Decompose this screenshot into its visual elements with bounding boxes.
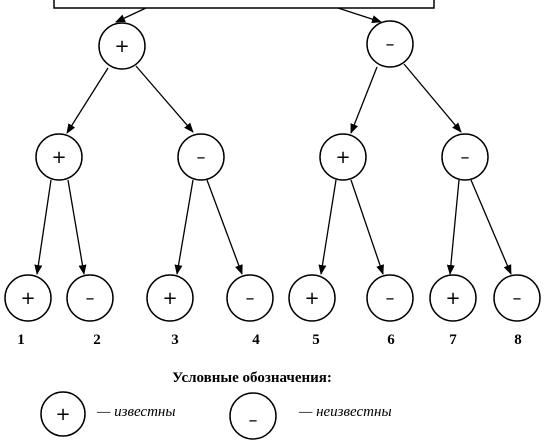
arrow-box-to-root-plus xyxy=(115,7,147,23)
node-leaf-6: – xyxy=(366,274,414,322)
svg-text:–: – xyxy=(386,288,395,309)
leaf-label-4: 4 xyxy=(252,332,260,348)
arrow-root-plus-to-l2-minus-a xyxy=(135,65,194,133)
arrow-l2-minus-a-to-leaf-3 xyxy=(174,179,194,275)
legend-unknown-symbol: – xyxy=(229,392,277,440)
svg-text:–: – xyxy=(246,288,255,309)
leaf-label-2: 2 xyxy=(93,332,101,348)
arrow-l2-minus-a-to-leaf-4 xyxy=(206,179,243,275)
svg-text:+: + xyxy=(162,288,177,309)
leaf-label-3: 3 xyxy=(171,332,179,348)
arrow-l2-plus-b-to-leaf-5 xyxy=(318,179,337,275)
leaf-label-8: 8 xyxy=(514,332,522,348)
svg-text:–: – xyxy=(461,147,470,168)
leaf-label-6: 6 xyxy=(387,332,395,348)
node-leaf-8: – xyxy=(493,274,541,322)
svg-text:+: + xyxy=(20,288,35,309)
svg-text:–: – xyxy=(86,288,95,309)
arrow-box-to-root-minus xyxy=(337,7,382,24)
node-l2-plus-b: + xyxy=(319,133,367,181)
arrow-l2-plus-a-to-leaf-1 xyxy=(34,179,52,275)
node-leaf-7: + xyxy=(429,274,477,322)
svg-text:+: + xyxy=(51,147,66,168)
arrow-root-minus-to-l2-plus-b xyxy=(350,66,378,134)
top-box xyxy=(53,0,435,9)
arrow-root-plus-to-l2-plus-a xyxy=(66,67,109,134)
node-l2-plus-a: + xyxy=(35,133,83,181)
node-leaf-2: – xyxy=(66,274,114,322)
node-l2-minus-a: – xyxy=(177,133,225,181)
leaf-label-7: 7 xyxy=(449,332,457,348)
svg-text:–: – xyxy=(513,288,522,309)
node-leaf-5: + xyxy=(288,274,336,322)
svg-text:+: + xyxy=(114,36,129,57)
svg-text:+: + xyxy=(445,288,460,309)
arrow-root-minus-to-l2-minus-b xyxy=(403,63,462,133)
node-leaf-3: + xyxy=(146,274,194,322)
legend-known-text: — известны xyxy=(96,404,176,420)
legend-unknown-text: — неизвестны xyxy=(298,404,392,420)
svg-text:–: – xyxy=(386,34,395,55)
node-leaf-4: – xyxy=(226,274,274,322)
legend-title: Условные обозначения: xyxy=(172,370,332,386)
svg-text:–: – xyxy=(249,410,258,431)
node-leaf-1: + xyxy=(4,274,52,322)
arrow-l2-plus-a-to-leaf-2 xyxy=(67,179,87,275)
svg-text:–: – xyxy=(197,147,206,168)
node-root-plus: + xyxy=(98,22,146,70)
arrow-l2-minus-b-to-leaf-7 xyxy=(446,179,460,275)
leaf-label-5: 5 xyxy=(312,332,320,348)
svg-text:+: + xyxy=(304,288,319,309)
arrow-l2-plus-b-to-leaf-6 xyxy=(350,179,384,275)
leaf-label-1: 1 xyxy=(17,332,25,348)
svg-text:+: + xyxy=(55,404,70,425)
node-root-minus: – xyxy=(366,20,414,68)
arrow-l2-minus-b-to-leaf-8 xyxy=(470,179,512,275)
node-l2-minus-b: – xyxy=(441,133,489,181)
svg-text:+: + xyxy=(335,147,350,168)
legend-known-symbol: + xyxy=(40,391,86,437)
